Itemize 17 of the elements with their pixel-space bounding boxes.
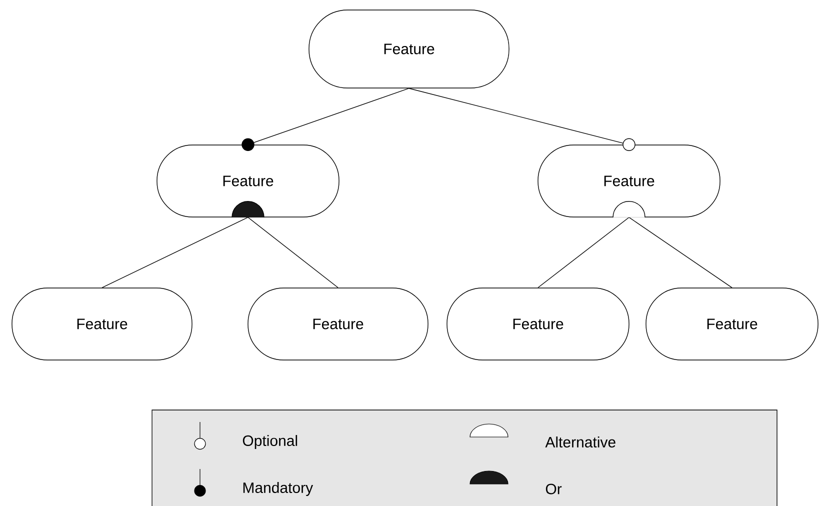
legend-label: Mandatory — [243, 482, 314, 496]
legend-label: Or — [546, 484, 562, 494]
legend-label: Alternative — [545, 436, 616, 448]
legend-label: Optional — [242, 435, 298, 449]
line — [538, 217, 630, 288]
feature-box: Feature — [646, 288, 818, 360]
connector — [408, 88, 636, 151]
feature-box: Feature — [446, 288, 630, 360]
line — [248, 217, 338, 288]
feature-box: Feature — [308, 10, 510, 88]
line — [102, 217, 248, 288]
line — [628, 217, 732, 288]
feature-box: Feature — [538, 144, 720, 218]
feature-box: Feature — [156, 144, 340, 218]
feature-box: Feature — [12, 288, 192, 360]
connector — [242, 88, 410, 151]
feature-box: Feature — [248, 288, 428, 360]
